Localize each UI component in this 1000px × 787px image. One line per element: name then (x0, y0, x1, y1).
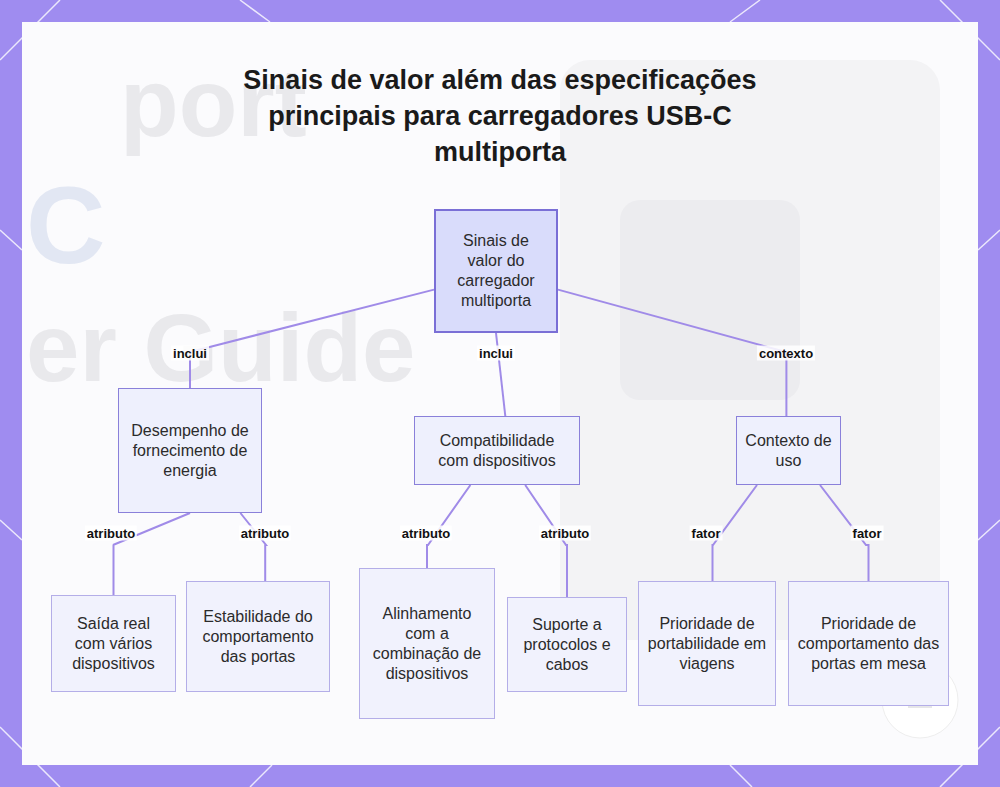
concept-box: Suporte a protocolos e cabos (507, 597, 627, 692)
box-text: Suporte a protocolos e cabos (516, 615, 618, 675)
edge-label: contexto (757, 346, 815, 361)
box-text: Desempenho de fornecimento de energia (127, 421, 253, 481)
edge-label: inclui (171, 346, 209, 361)
edge-label: atributo (400, 526, 452, 541)
connector-line (558, 290, 786, 416)
box-text-group: Sinais de valor do carregador multiporta (444, 231, 548, 311)
box-text-group: Desempenho de fornecimento de energia (127, 421, 253, 481)
box-text-group: Compatibilidade com dispositivos (423, 431, 571, 471)
diagram-title: Sinais de valor além das especificações … (200, 62, 800, 170)
edge-label: inclui (477, 346, 515, 361)
box-text: Prioridade de portabilidade em viagens (647, 614, 767, 674)
connector-line (190, 290, 434, 388)
edge-label: atributo (85, 526, 137, 541)
concept-box: Sinais de valor do carregador multiporta (434, 209, 558, 333)
box-text-group: Estabilidade do comportamento das portas (195, 607, 321, 667)
watermark-text: er Guide (26, 300, 415, 396)
edge-label: atributo (539, 526, 591, 541)
box-text: Prioridade de comportamento das portas e… (797, 614, 940, 674)
box-text-group: Alinhamento com a combinação de disposit… (368, 604, 486, 684)
box-text-group: Saída real com vários dispositivos (60, 614, 167, 674)
box-text-group: Prioridade de comportamento das portas e… (797, 614, 940, 674)
box-text-group: Contexto de uso (745, 431, 832, 471)
box-text: Contexto de uso (745, 431, 832, 471)
box-text: Alinhamento com a combinação de disposit… (368, 604, 486, 684)
concept-box: Contexto de uso (736, 416, 841, 485)
content-panel (22, 22, 978, 765)
concept-box: Saída real com vários dispositivos (51, 595, 176, 692)
box-text: Estabilidade do comportamento das portas (195, 607, 321, 667)
connector-line (240, 513, 266, 581)
edge-label: fator (851, 526, 884, 541)
concept-box: Desempenho de fornecimento de energia (118, 388, 262, 513)
edge-label: fator (690, 526, 723, 541)
box-text-group: Suporte a protocolos e cabos (516, 615, 618, 675)
concept-box: Prioridade de portabilidade em viagens (638, 581, 776, 706)
edge-label: atributo (239, 526, 291, 541)
concept-box: Prioridade de comportamento das portas e… (788, 581, 949, 706)
box-text-group: Prioridade de portabilidade em viagens (647, 614, 767, 674)
watermark-text: C (26, 170, 105, 280)
concept-box: Alinhamento com a combinação de disposit… (359, 568, 495, 719)
box-text: Sinais de valor do carregador multiporta (444, 231, 548, 311)
blurred-device (620, 200, 800, 400)
concept-box: Estabilidade do comportamento das portas (186, 581, 330, 692)
box-text: Saída real com vários dispositivos (60, 614, 167, 674)
connector-line (525, 485, 567, 597)
box-text: Compatibilidade com dispositivos (423, 431, 571, 471)
blurred-background (560, 60, 940, 640)
concept-box: Compatibilidade com dispositivos (414, 416, 580, 485)
